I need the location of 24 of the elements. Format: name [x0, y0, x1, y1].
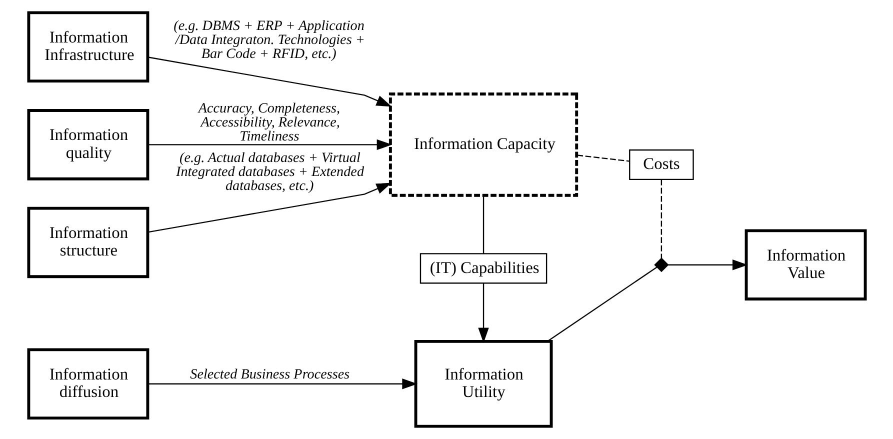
node-box: Costs [628, 149, 694, 180]
node-box: (IT) Capabilities [419, 253, 547, 284]
node-box: Information Utility [414, 340, 552, 428]
edge-label: (e.g. Actual databases + Virtual Integrated databases + Extended databases, etc.) [175, 150, 364, 194]
arrow [147, 139, 392, 150]
connector [482, 195, 484, 254]
edge-label: Accuracy, Completeness, Accessibility, Relevance, Timeliness [198, 100, 340, 145]
node-box: Information diffusion [26, 348, 149, 420]
edge-label: Selected Business Processes [190, 366, 350, 383]
node-box: Information Infrastructure [26, 11, 149, 83]
node-diamond [654, 258, 668, 272]
connector [546, 266, 657, 342]
connector [660, 179, 662, 258]
arrow [147, 182, 392, 233]
arrow [668, 260, 748, 270]
arrow [147, 56, 392, 107]
node-box: Information structure [26, 206, 149, 278]
connector [576, 154, 629, 162]
node-box: Information quality [26, 109, 149, 180]
arrow [478, 283, 488, 344]
node-box: Information Capacity [388, 92, 578, 197]
arrow [147, 378, 418, 390]
node-box: Information Value [744, 229, 866, 300]
edge-label: (e.g. DBMS + ERP + Application /Data Integraton. Technologies + Bar Code + RFID, etc.) [173, 18, 364, 62]
